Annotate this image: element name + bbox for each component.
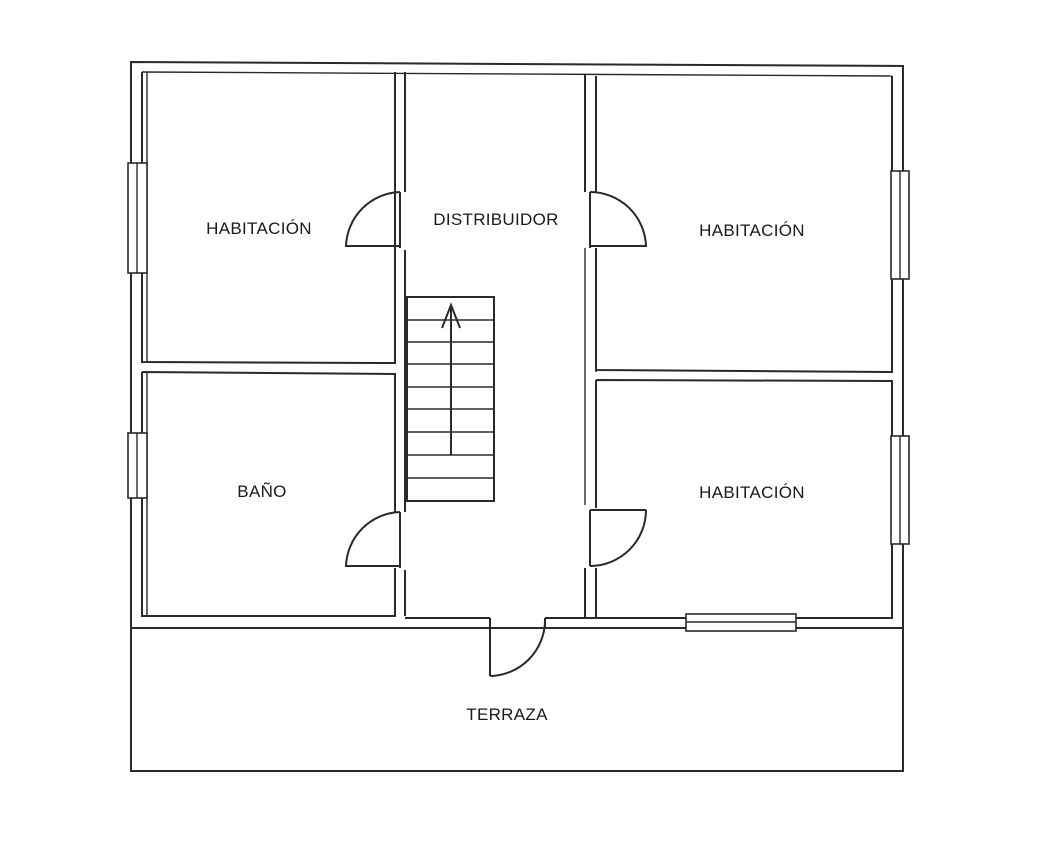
terrace-outline [130,627,904,772]
wall-bedroom-top-left [141,72,406,365]
room-label-bedroom-top-left: HABITACIÓN [206,219,312,238]
door-bathroom [344,511,401,568]
room-label-bedroom-bottom-right: HABITACIÓN [699,483,805,502]
door-terrace [489,618,546,677]
outer-wall [130,60,904,629]
window-bedroom-bottom-right-front [685,613,797,632]
wall-bedroom-top-left-inner [146,72,396,364]
wall-bedroom-bottom-right [584,379,893,619]
window-bathroom [127,432,148,499]
window-bedroom-bottom-right-side [890,435,910,545]
wall-bathroom-inner [146,250,396,616]
door-bedroom-bottom-right [589,509,647,567]
room-label-bedroom-top-right: HABITACIÓN [699,221,805,240]
stair-arrow-icon [441,302,461,455]
door-bedroom-top-right [589,191,648,248]
staircase [406,296,495,502]
window-bedroom-top-left [127,162,148,274]
room-label-terrace: TERRAZA [466,705,548,724]
door-bedroom-top-left [344,191,401,248]
window-bedroom-top-right [890,170,910,280]
room-label-bathroom: BAÑO [237,482,287,501]
wall-bedroom-top-right-inner [584,248,597,505]
room-label-hall: DISTRIBUIDOR [433,210,559,229]
outer-wall-inner [141,71,893,77]
wall-bathroom [141,250,406,617]
